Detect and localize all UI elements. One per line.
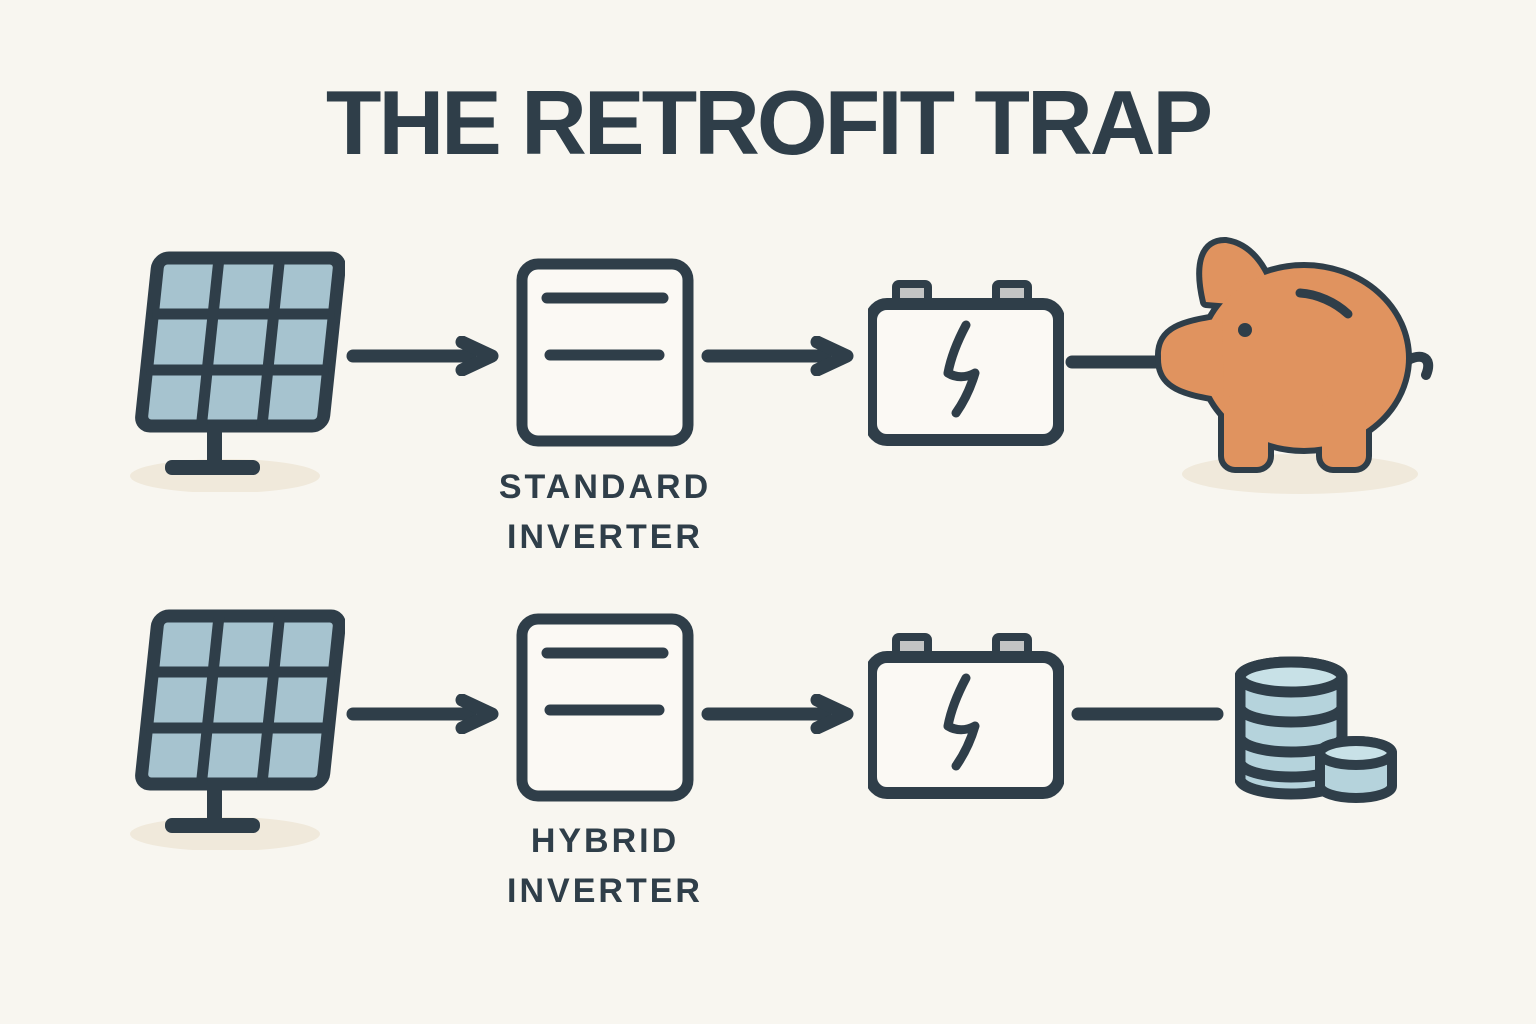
battery-icon — [868, 280, 1064, 446]
hybrid-inverter-icon — [516, 613, 694, 802]
arrow-icon — [346, 336, 499, 376]
standard-inverter-label: STANDARD INVERTER — [435, 462, 775, 562]
solar-panel-icon — [130, 609, 345, 850]
coin-slot — [1295, 288, 1353, 319]
standard-inverter-label-line1: STANDARD — [498, 468, 712, 506]
arrow-icon — [701, 694, 854, 734]
solar-panel-icon — [130, 251, 345, 492]
battery-icon — [868, 633, 1064, 799]
hybrid-inverter-label-line1: HYBRID — [530, 822, 680, 860]
arrow-icon — [346, 694, 499, 734]
coin-stack-icon — [1235, 656, 1397, 803]
piggy-bank-icon — [1152, 230, 1434, 494]
pig-eye — [1238, 323, 1252, 337]
arrow-icon — [701, 336, 854, 376]
standard-inverter-label-line2: INVERTER — [507, 518, 703, 556]
hybrid-inverter-label-line2: INVERTER — [507, 872, 703, 910]
connector-line — [1071, 707, 1224, 721]
hybrid-inverter-label: HYBRID INVERTER — [435, 816, 775, 916]
diagram-title: THE RETROFIT TRAP — [325, 73, 1213, 174]
lightning-bolt-icon — [943, 673, 980, 771]
lightning-bolt-icon — [943, 320, 980, 418]
standard-inverter-icon — [516, 258, 694, 447]
